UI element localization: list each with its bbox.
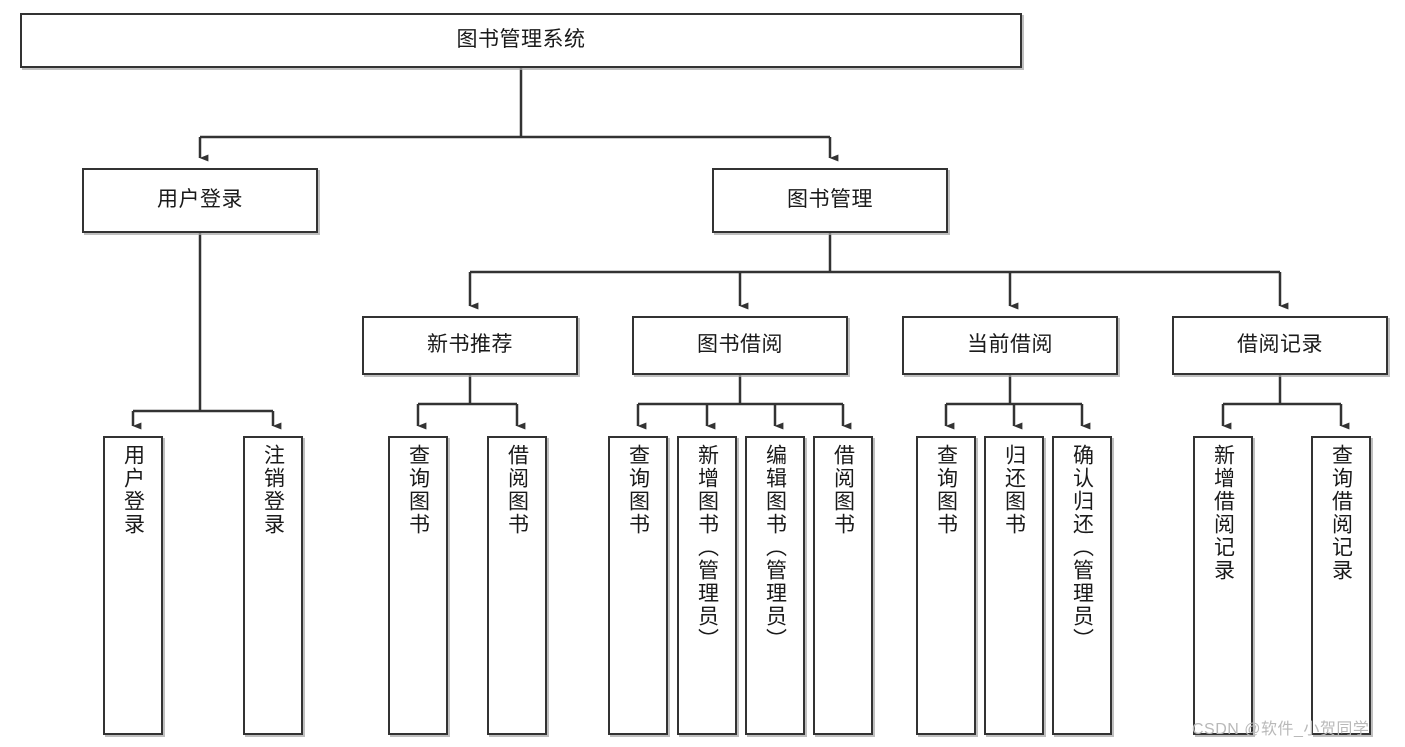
node-leaf-query-book-1-label: 查询图书 xyxy=(406,444,430,536)
node-leaf-logout[interactable]: 注销登录 xyxy=(243,436,303,735)
node-leaf-query-record-label: 查询借阅记录 xyxy=(1329,444,1353,582)
node-root-label: 图书管理系统 xyxy=(456,28,586,52)
node-leaf-logout-label: 注销登录 xyxy=(261,444,285,536)
node-new-book-rec-label: 新书推荐 xyxy=(427,333,513,357)
node-user-login-label: 用户登录 xyxy=(157,188,243,212)
node-book-borrow[interactable]: 图书借阅 xyxy=(632,316,848,375)
node-leaf-query-book-1[interactable]: 查询图书 xyxy=(388,436,448,735)
node-root[interactable]: 图书管理系统 xyxy=(20,13,1022,68)
node-leaf-add-book-label: 新增图书（管理员） xyxy=(695,444,719,651)
node-new-book-rec[interactable]: 新书推荐 xyxy=(362,316,578,375)
node-leaf-edit-book[interactable]: 编辑图书（管理员） xyxy=(745,436,805,735)
node-leaf-return-book[interactable]: 归还图书 xyxy=(984,436,1044,735)
node-leaf-user-login[interactable]: 用户登录 xyxy=(103,436,163,735)
node-leaf-borrow-book-1[interactable]: 借阅图书 xyxy=(487,436,547,735)
node-leaf-borrow-book-2[interactable]: 借阅图书 xyxy=(813,436,873,735)
node-book-borrow-label: 图书借阅 xyxy=(697,333,783,357)
node-leaf-query-book-3[interactable]: 查询图书 xyxy=(916,436,976,735)
node-leaf-query-book-2-label: 查询图书 xyxy=(626,444,650,536)
node-user-login[interactable]: 用户登录 xyxy=(82,168,318,233)
node-leaf-edit-book-label: 编辑图书（管理员） xyxy=(763,444,787,651)
node-leaf-borrow-book-2-label: 借阅图书 xyxy=(831,444,855,536)
node-leaf-add-record[interactable]: 新增借阅记录 xyxy=(1193,436,1253,735)
node-leaf-query-record[interactable]: 查询借阅记录 xyxy=(1311,436,1371,735)
csdn-watermark: CSDN @软件_小贺同学 xyxy=(1192,721,1370,738)
node-book-manage[interactable]: 图书管理 xyxy=(712,168,948,233)
node-current-borrow-label: 当前借阅 xyxy=(967,333,1053,357)
node-leaf-confirm-return[interactable]: 确认归还（管理员） xyxy=(1052,436,1112,735)
node-borrow-record-label: 借阅记录 xyxy=(1237,333,1323,357)
node-leaf-user-login-label: 用户登录 xyxy=(121,444,145,536)
node-leaf-add-record-label: 新增借阅记录 xyxy=(1211,444,1235,582)
node-book-manage-label: 图书管理 xyxy=(787,188,873,212)
node-current-borrow[interactable]: 当前借阅 xyxy=(902,316,1118,375)
node-borrow-record[interactable]: 借阅记录 xyxy=(1172,316,1388,375)
node-leaf-query-book-3-label: 查询图书 xyxy=(934,444,958,536)
node-leaf-add-book[interactable]: 新增图书（管理员） xyxy=(677,436,737,735)
node-leaf-return-book-label: 归还图书 xyxy=(1002,444,1026,536)
node-leaf-borrow-book-1-label: 借阅图书 xyxy=(505,444,529,536)
node-leaf-query-book-2[interactable]: 查询图书 xyxy=(608,436,668,735)
node-leaf-confirm-return-label: 确认归还（管理员） xyxy=(1070,444,1094,651)
